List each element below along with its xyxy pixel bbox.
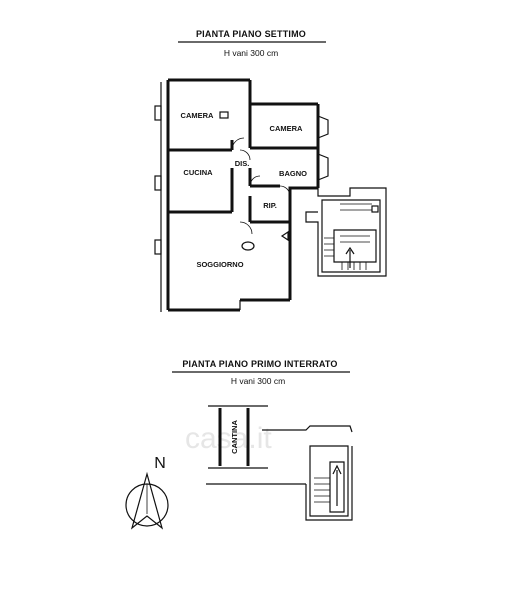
room-label-camera-2: CAMERA (270, 124, 303, 133)
room-label-rip: RIP. (263, 201, 277, 210)
north-arrow-icon (125, 471, 169, 530)
lower-floor-plan (206, 405, 353, 521)
upper-floor-plan (154, 78, 329, 312)
room-label-camera-1: CAMERA (181, 111, 214, 120)
room-label-dis: DIS. (235, 159, 250, 168)
lower-plan-title: PIANTA PIANO PRIMO INTERRATO (182, 359, 337, 369)
upper-plan-title: PIANTA PIANO SETTIMO (196, 29, 306, 39)
room-label-bagno: BAGNO (279, 169, 307, 178)
room-label-cucina: CUCINA (183, 168, 213, 177)
room-label-soggiorno: SOGGIORNO (196, 260, 243, 269)
watermark-text: casa.it (185, 422, 272, 455)
upper-plan-height: H vani 300 cm (224, 48, 278, 58)
north-label: N (154, 455, 166, 472)
upper-stairwell (305, 187, 387, 277)
room-label-cantina: CANTINA (230, 420, 239, 454)
lower-plan-height: H vani 300 cm (231, 376, 285, 386)
